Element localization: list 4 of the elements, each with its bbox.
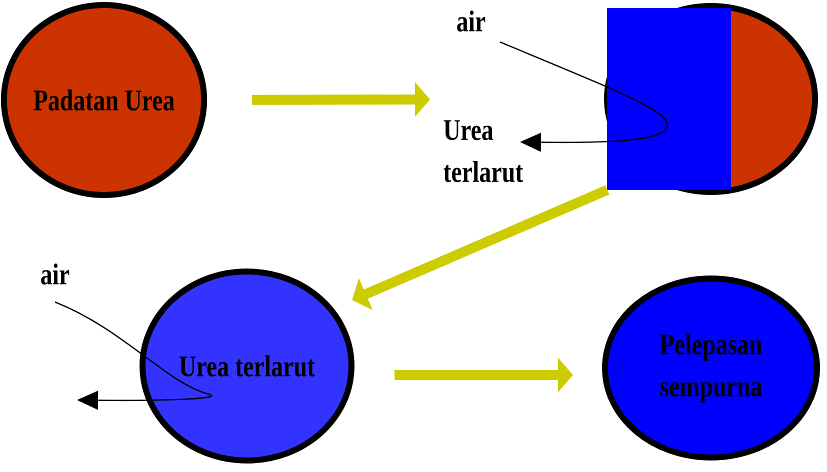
- text-label: air: [457, 10, 486, 32]
- text-label: Urea terlarut: [444, 120, 524, 182]
- block-arrow: [352, 185, 610, 310]
- text-label: air: [41, 263, 70, 285]
